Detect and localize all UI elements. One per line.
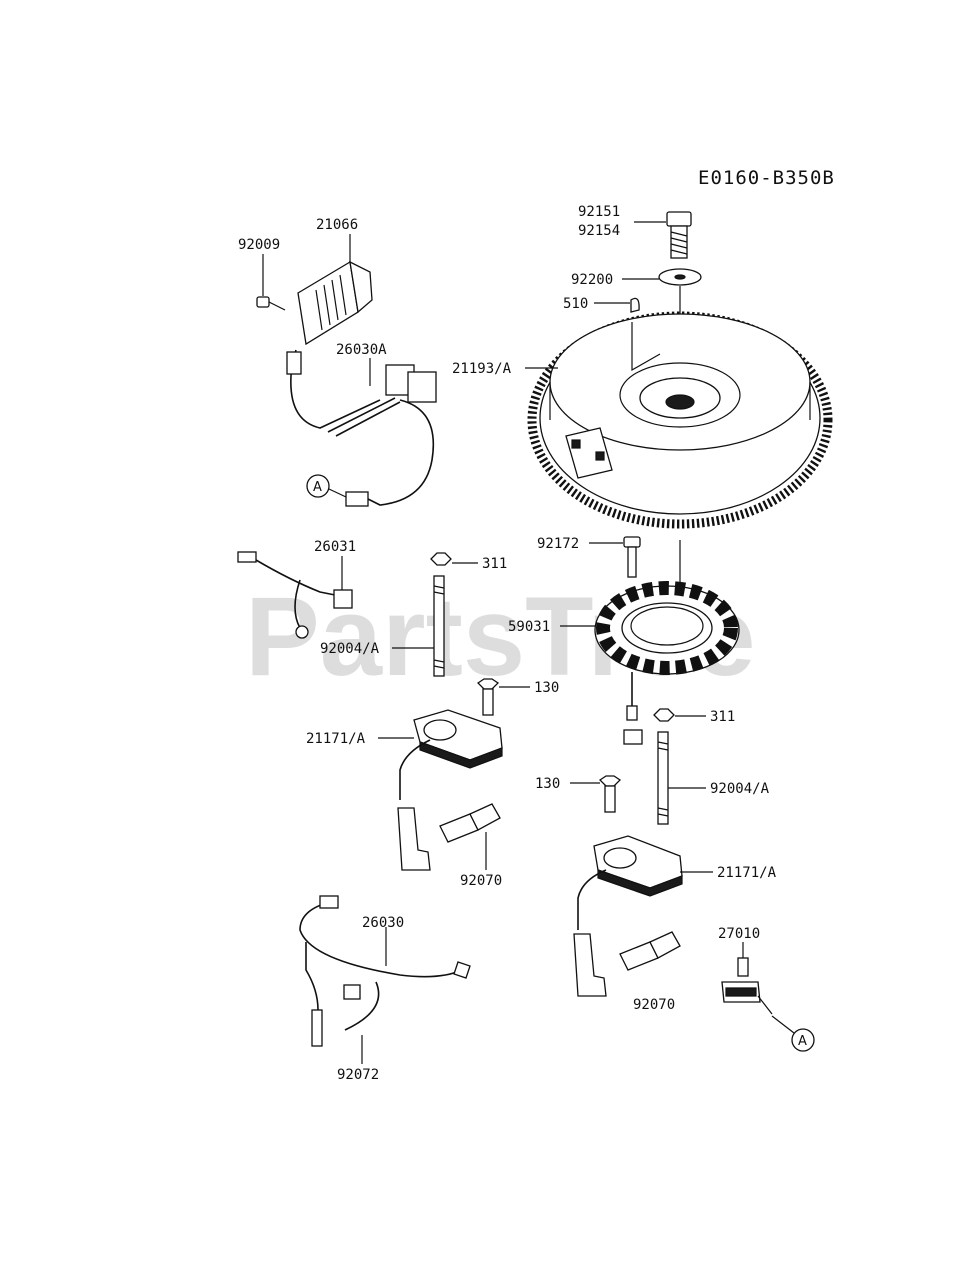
lead-26031[interactable] xyxy=(237,551,353,639)
washer-92200[interactable] xyxy=(658,268,702,286)
ignition-coil-left[interactable] xyxy=(397,709,503,871)
nut-311-lower[interactable] xyxy=(653,708,675,722)
label-92172: 92172 xyxy=(537,536,579,552)
harness-26030A[interactable] xyxy=(286,349,437,507)
label-21171A-left: 21171/A xyxy=(306,731,366,747)
harness-26030[interactable] xyxy=(299,895,471,1047)
label-21193A: 21193/A xyxy=(452,361,512,377)
label-92072: 92072 xyxy=(337,1067,379,1083)
svg-text:A: A xyxy=(798,1034,807,1049)
label-21171A-right: 21171/A xyxy=(717,865,777,881)
boot-92072[interactable] xyxy=(343,981,380,1031)
screw-92009[interactable] xyxy=(256,296,286,311)
stator-lead[interactable] xyxy=(623,672,643,745)
bolt-130-upper[interactable] xyxy=(476,678,500,716)
label-130-upper: 130 xyxy=(534,680,559,696)
label-92151: 92151 xyxy=(578,204,620,220)
ignition-coil-right[interactable] xyxy=(573,835,683,997)
label-92009: 92009 xyxy=(238,237,280,253)
label-130-lower: 130 xyxy=(535,776,560,792)
regulator-21066[interactable] xyxy=(297,260,373,346)
label-59031: 59031 xyxy=(508,619,550,635)
spark-plug-left[interactable] xyxy=(439,803,501,843)
label-92200: 92200 xyxy=(571,272,613,288)
flywheel-21193[interactable] xyxy=(527,311,833,529)
label-21066: 21066 xyxy=(316,217,358,233)
label-26030A: 26030A xyxy=(336,342,387,358)
stator-59031[interactable] xyxy=(594,581,740,675)
key-510[interactable] xyxy=(630,297,640,313)
connector-ref-a-top: A xyxy=(306,474,330,498)
label-27010: 27010 xyxy=(718,926,760,942)
stud-92004-upper[interactable] xyxy=(433,575,445,677)
label-26030: 26030 xyxy=(362,915,404,931)
label-92004A-lower: 92004/A xyxy=(710,781,770,797)
label-92070-right: 92070 xyxy=(633,997,675,1013)
label-26031: 26031 xyxy=(314,539,356,555)
switch-27010[interactable] xyxy=(721,957,773,1015)
label-92154: 92154 xyxy=(578,223,620,239)
label-92070-left: 92070 xyxy=(460,873,502,889)
nut-311-upper[interactable] xyxy=(430,552,452,566)
label-92004A-upper: 92004/A xyxy=(320,641,380,657)
bolt-92151[interactable] xyxy=(666,211,692,259)
connector-ref-a-bottom: A xyxy=(791,1028,815,1052)
svg-text:A: A xyxy=(313,480,322,495)
bolt-92172[interactable] xyxy=(623,536,641,578)
bolt-130-lower[interactable] xyxy=(598,775,622,813)
spark-plug-right[interactable] xyxy=(619,931,681,971)
label-311-upper: 311 xyxy=(482,556,507,572)
diagram-code: E0160-B350B xyxy=(698,167,835,189)
label-510: 510 xyxy=(563,296,588,312)
stud-92004-lower[interactable] xyxy=(657,731,669,825)
label-311-lower: 311 xyxy=(710,709,735,725)
